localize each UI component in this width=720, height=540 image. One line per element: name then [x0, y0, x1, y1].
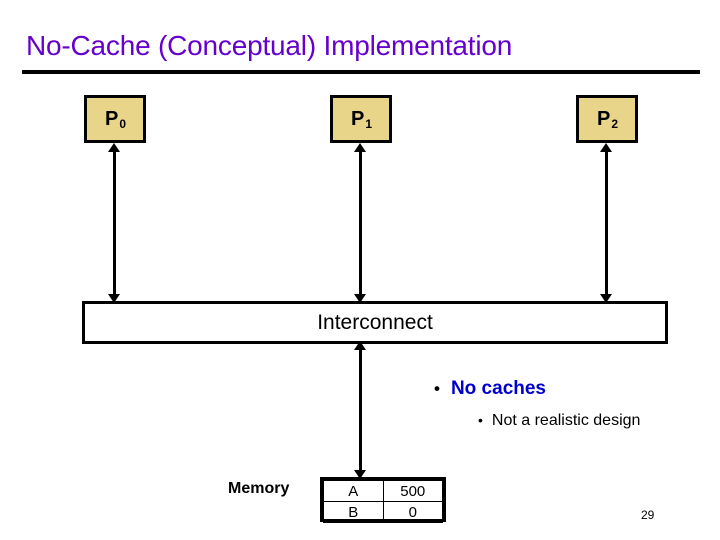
- bullet-text-level1: No caches: [450, 378, 546, 399]
- memory-value-cell-1: 0: [382, 501, 443, 523]
- arrow-shaft: [113, 150, 116, 296]
- double-arrow-icon-interconnect-memory: [353, 341, 369, 479]
- processor-label-p2: P: [596, 107, 611, 130]
- table-row: B 0: [323, 501, 443, 523]
- bullet-item-no-caches: • No caches: [434, 378, 546, 400]
- arrow-head-up-icon: [354, 143, 366, 152]
- bullet-item-not-realistic: • Not a realistic design: [478, 412, 640, 430]
- bullet-dot-icon: •: [434, 379, 440, 398]
- memory-value-cell-0: 500: [382, 480, 443, 502]
- bullet-dot-icon: •: [478, 412, 483, 428]
- memory-address-cell-0: A: [323, 480, 384, 502]
- arrow-head-down-icon: [600, 294, 612, 303]
- table-row: A 500: [323, 480, 443, 502]
- arrow-shaft: [359, 150, 362, 296]
- processor-label-p0: P: [104, 107, 119, 130]
- page-number: 29: [641, 508, 655, 522]
- arrow-head-down-icon: [354, 470, 366, 479]
- processor-index-p2: 2: [611, 117, 619, 131]
- processor-label-p1: P: [350, 107, 365, 130]
- memory-label: Memory: [228, 480, 290, 497]
- memory-address-cell-1: B: [323, 501, 384, 523]
- arrow-head-up-icon: [108, 143, 120, 152]
- double-arrow-icon-p1-interconnect: [353, 143, 369, 303]
- arrow-shaft: [605, 150, 608, 296]
- arrow-head-down-icon: [354, 294, 366, 303]
- arrow-shaft: [359, 348, 362, 472]
- interconnect-label: Interconnect: [317, 310, 433, 334]
- bullet-text-level2: Not a realistic design: [491, 412, 641, 429]
- title-divider: [22, 70, 700, 74]
- arrow-head-up-icon: [354, 341, 366, 350]
- double-arrow-icon-p0-interconnect: [107, 143, 123, 303]
- processor-index-p1: 1: [365, 117, 373, 131]
- arrow-head-up-icon: [600, 143, 612, 152]
- memory-table: A 500 B 0: [320, 477, 446, 523]
- arrow-head-down-icon: [108, 294, 120, 303]
- page-title: No-Cache (Conceptual) Implementation: [26, 30, 513, 61]
- processor-index-p0: 0: [119, 117, 127, 131]
- interconnect-box[interactable]: Interconnect: [82, 301, 668, 344]
- double-arrow-icon-p2-interconnect: [599, 143, 615, 303]
